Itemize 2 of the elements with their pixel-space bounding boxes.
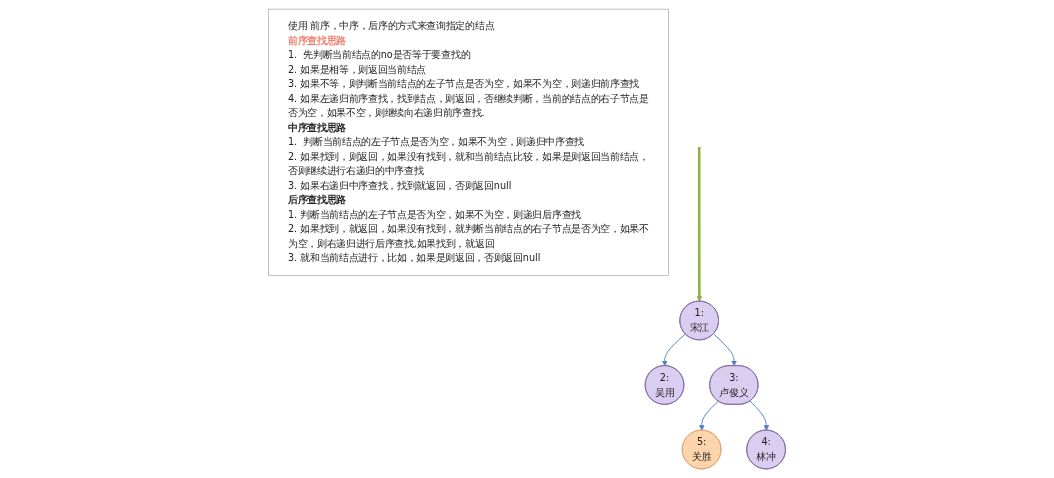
node-box: 使用 前序，中序，后序的方式来查询指定的结点 前序查找思路 1. 先判断当前结点的no是否等于要查找的 2. 如果是相等，则返回当前结点 3. 如果不等，则判断当前结点的左子节点是否为空，如果不为空，则递归前序查找 4. 如果左递归前序查找，找到结点，则返回，否继续判断，当前的结点的右子节点是否为空，如果不空，则继续向右递归前序查找. 中序查找思路 1. 判断当前结点的左子节点是否为空，如果不为空，则递归中序查找 2. 如果找到，则返回，如果没有找到，就和当前结点比较，如果是则返回当前结点，否则继续进行右递归的中序查找 3. 如果右递归中序查找，找到就返回，否则返回null 后序查找思路 1. 判断当前结点的左子节点是否为空，如果不为空，则递归后序查找 2. 如果找到，就返回，如果没有找到，就判断当前结点的右子节点是否为空，如果不为空，则右递归进行后序查找,如果找到，就返回 3. 就和当前结点进行，比如，如果是则返回，否则返回null xyxy=(268,8,669,276)
arrow xyxy=(696,147,703,302)
